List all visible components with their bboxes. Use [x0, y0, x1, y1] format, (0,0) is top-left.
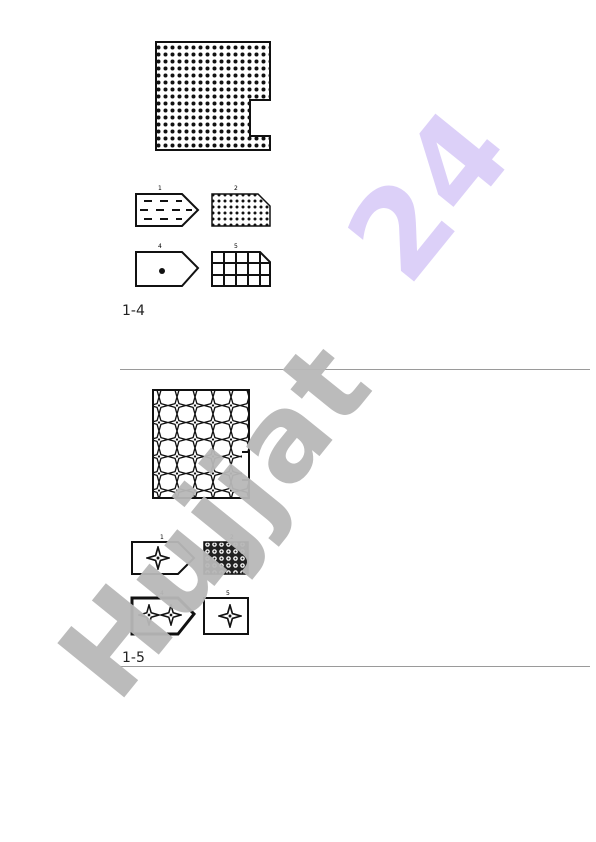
option-number: 4	[158, 243, 162, 250]
option-5-centered-star	[203, 597, 249, 635]
option-number: 1	[158, 185, 162, 192]
option-number: 4	[160, 590, 164, 597]
option-number: 2	[230, 534, 234, 541]
figure-label-1-5: 1-5	[122, 650, 145, 666]
figure-label-1-4: 1-4	[122, 303, 145, 319]
option-number: 5	[226, 590, 230, 597]
option-4-single-dot	[135, 251, 200, 287]
option-number: 5	[234, 243, 238, 250]
option-5-grid	[211, 251, 271, 287]
figure-1-5-graphic: 1 2 4 5	[130, 389, 250, 636]
figure-1-4: 1 2 4 5	[120, 30, 280, 300]
dotted-square	[155, 41, 271, 151]
star-grid-square	[152, 389, 250, 499]
option-1-single-star	[131, 541, 196, 575]
option-4-two-stars	[130, 596, 197, 636]
option-number: 1	[160, 534, 164, 541]
divider-1	[120, 369, 590, 370]
divider-2	[120, 666, 590, 667]
option-2-ring-pattern	[203, 541, 249, 575]
option-number: 2	[234, 185, 238, 192]
option-2-dots	[211, 193, 271, 227]
watermark-brand: Hujjat	[31, 316, 399, 724]
watermark-number: 24	[320, 82, 540, 308]
figure-1-4-graphic: 1 2 4 5	[135, 41, 271, 287]
figure-1-5: 1 2 4 5	[120, 380, 255, 650]
option-1-dashes	[135, 193, 200, 227]
